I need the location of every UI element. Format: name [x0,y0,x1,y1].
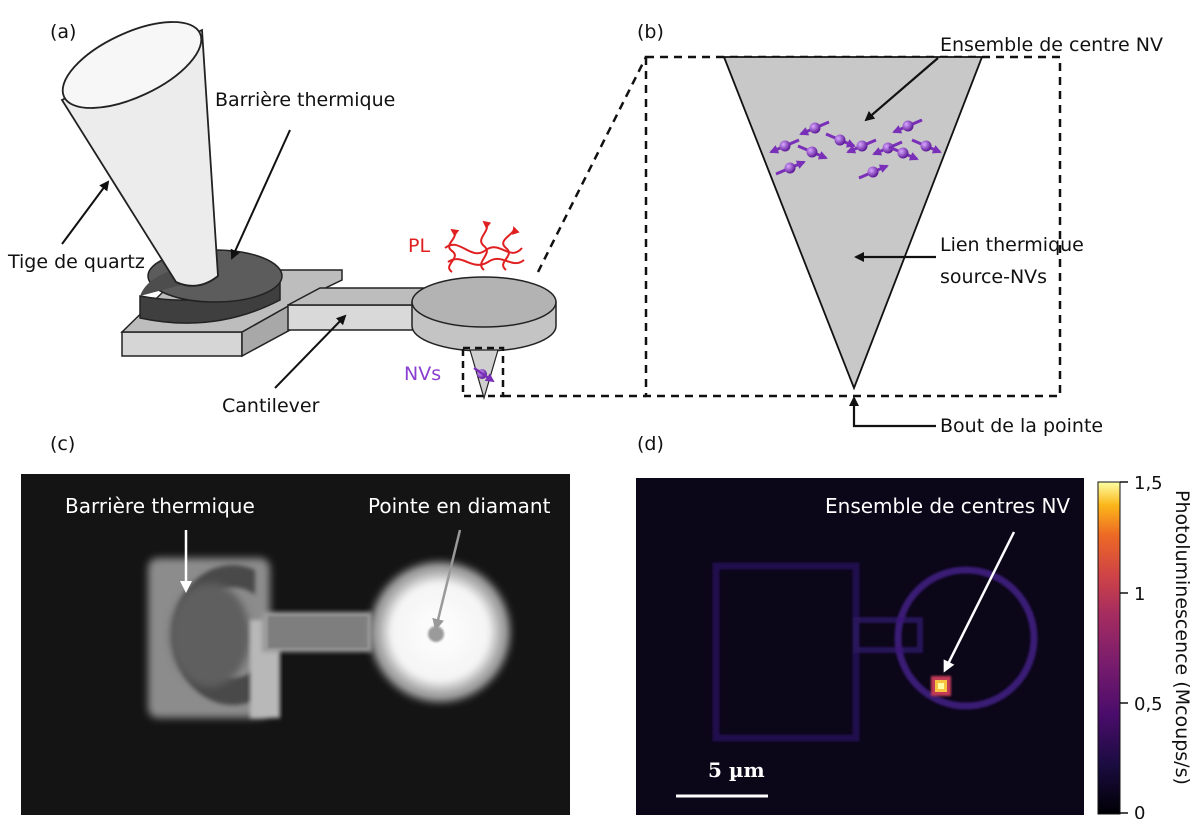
pl-map-image [636,478,1084,815]
pl-map-structure [712,562,1038,742]
panel-d-tag: (d) [637,433,664,455]
colorbar-title: Photoluminescence (Mcoups/s) [1171,490,1193,785]
diamond-tip-label: Pointe en diamant [368,494,551,518]
panel-b-tag: (b) [637,21,664,43]
zoom-box-small [461,346,505,398]
quartz-rod-label: Tige de quartz [7,251,145,273]
colorbar-tick-label: 0,5 [1134,694,1163,715]
panel-a-tag: (a) [50,21,76,43]
scale-bar-label: 5 µm [708,758,765,782]
sample-structure [148,558,510,718]
panel-b: (b) Ensemble de centre NV Lien thermique… [637,21,1163,437]
panel-d: (d) Ensemble de centres NV 5 µm 1,5 1 0,… [636,433,1193,819]
pl-label: PL [408,235,430,257]
cantilever-disc [411,276,557,352]
tip-end-label: Bout de la pointe [940,415,1103,437]
thermal-barrier-label: Barrière thermique [215,89,395,111]
thermal-link-label-2: source-NVs [940,266,1047,288]
colorbar [1097,481,1121,815]
thermal-link-label-1: Lien thermique [940,234,1084,256]
colorbar-tick-label: 1 [1134,584,1145,605]
thermal-barrier-label-c: Barrière thermique [65,494,255,518]
nv-hotspot [931,676,951,696]
colorbar-tick-label: 1,5 [1134,473,1163,494]
nvs-label: NVs [404,363,441,385]
ensemble-label: Ensemble de centre NV [940,34,1163,56]
pl-emission [444,220,525,273]
nv-ensemble [769,118,942,180]
colorbar-ticks [1120,481,1128,814]
colorbar-tick-label: 0 [1134,803,1145,819]
cantilever-label: Cantilever [222,395,320,417]
zoom-line-top [536,56,648,273]
panel-c: (c) Barrière thermique Pointe en diamant [21,433,570,815]
panel-a: (a) [7,21,648,417]
diamond-tip-large [722,56,984,391]
ensemble-centres-label: Ensemble de centres NV [825,494,1070,518]
quartz-rod [60,21,219,287]
panel-c-tag: (c) [50,433,75,455]
